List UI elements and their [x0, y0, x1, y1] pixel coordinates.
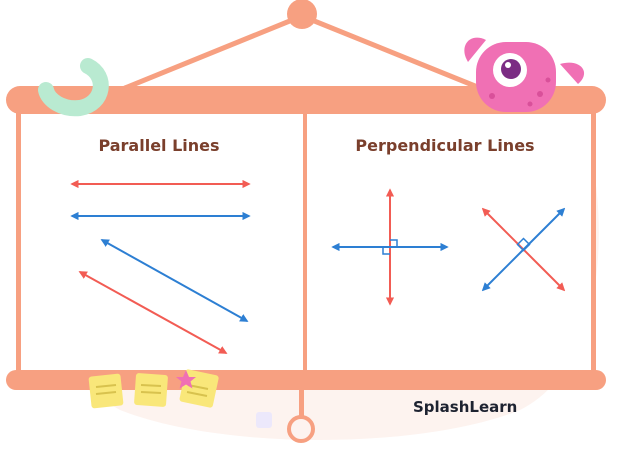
board-left-edge — [16, 108, 21, 380]
sticky-note-icon — [88, 373, 124, 409]
right-panel-title: Perpendicular Lines — [355, 136, 534, 155]
perpendicular-cross — [481, 207, 566, 292]
parallel-lines — [70, 179, 251, 354]
monster-mascot-icon — [464, 37, 585, 112]
hanger — [122, 0, 483, 91]
right-angle-marker — [390, 239, 398, 247]
lavender-square — [256, 412, 272, 428]
parallel-line-red-diagonal — [78, 271, 228, 354]
hanger-ring-icon — [287, 415, 315, 443]
sticky-notes — [88, 369, 219, 409]
star-icon — [176, 370, 196, 389]
perpendicular-plus — [331, 188, 449, 306]
board-right-edge — [591, 108, 596, 380]
right-angle-marker-diamond — [516, 237, 531, 252]
hook-decoration-icon — [38, 58, 109, 117]
board-divider — [303, 108, 307, 380]
left-panel-title: Parallel Lines — [98, 136, 219, 155]
top-bar — [6, 86, 606, 114]
right-angle-marker-lower — [382, 247, 390, 255]
brand-logo-text: SplashLearn — [413, 398, 517, 416]
stand-pole — [299, 388, 304, 418]
hanger-knob-icon — [287, 0, 317, 29]
sticky-note-icon — [134, 373, 168, 407]
